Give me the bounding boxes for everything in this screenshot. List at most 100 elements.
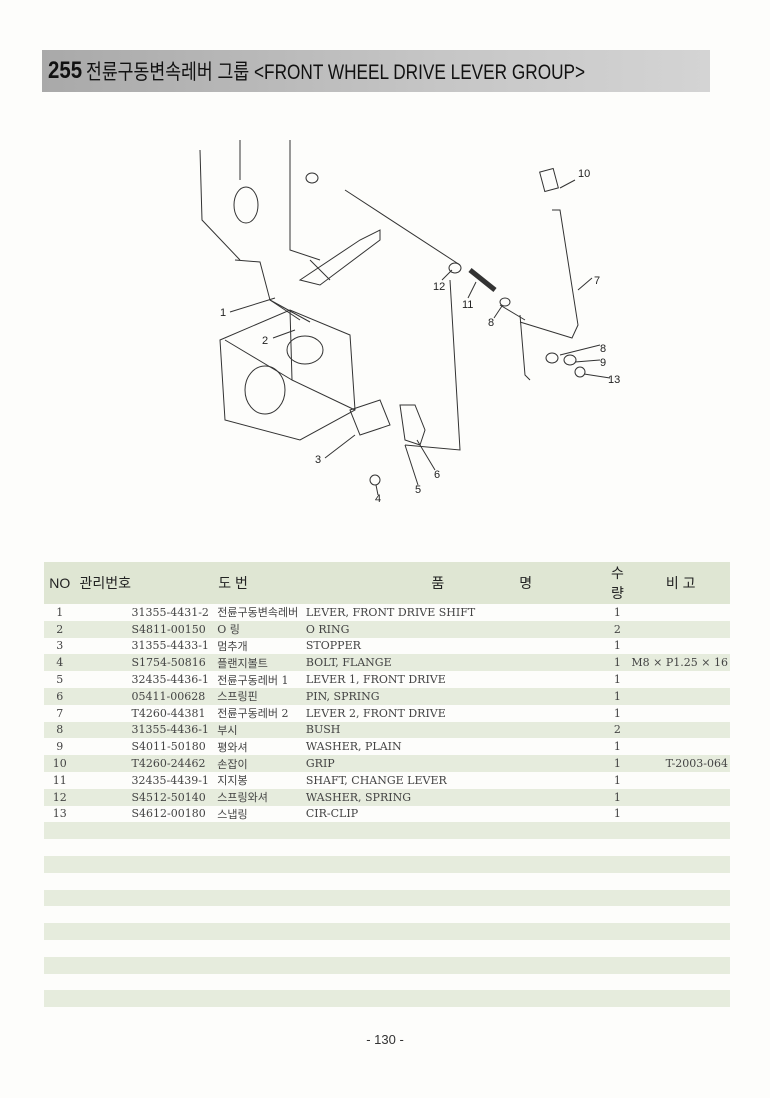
empty-cell — [44, 839, 730, 856]
quantity: 1 — [613, 673, 621, 687]
quantity: 1 — [603, 755, 632, 772]
item-no: 5 — [56, 673, 64, 687]
header-name-1: 품 — [305, 562, 465, 604]
header-remarks: 비 고 — [631, 562, 730, 604]
item-no: 9 — [56, 740, 64, 754]
name-english: LEVER 2, FRONT DRIVE — [305, 706, 446, 720]
empty-cell — [44, 990, 730, 1008]
callout-13: 13 — [608, 374, 620, 386]
header-mgmt-no: 관리번호 — [75, 562, 218, 604]
page-number: - 130 - — [366, 1032, 404, 1047]
item-no: 7 — [56, 706, 64, 720]
item-no: 6 — [44, 687, 76, 705]
group-title-bar: 255 전륜구동변속레버 그룹 <FRONT WHEEL DRIVE LEVER… — [42, 50, 710, 92]
callout-4: 4 — [375, 493, 381, 505]
callout-3: 3 — [315, 454, 321, 466]
empty-row — [44, 940, 730, 957]
empty-row — [44, 873, 730, 890]
quantity: 1 — [613, 740, 621, 754]
lever-2 — [519, 209, 579, 339]
empty-cell — [44, 873, 730, 890]
name-english: LEVER, FRONT DRIVE SHIFT — [305, 605, 476, 619]
header-name-2: 명 — [464, 562, 604, 604]
empty-row — [44, 923, 730, 940]
gearbox-case — [219, 309, 356, 441]
remarks — [631, 721, 730, 739]
name-english: SHAFT, CHANGE LEVER — [305, 773, 447, 787]
part-number: 31355-4431-2 — [131, 605, 209, 619]
name-korean: 스프링핀 — [217, 687, 306, 705]
remarks — [631, 806, 730, 823]
callout-9: 9 — [600, 357, 606, 369]
quantity: 1 — [603, 654, 632, 672]
quantity: 2 — [603, 620, 632, 638]
remarks — [631, 604, 730, 621]
empty-cell — [44, 923, 730, 940]
remarks — [631, 620, 730, 638]
remarks: M8 × P1.25 × 16 — [631, 654, 730, 672]
item-no: 4 — [44, 654, 76, 672]
name-korean: O 링 — [217, 620, 306, 638]
empty-cell — [44, 906, 730, 923]
bracket — [298, 229, 381, 286]
name-korean: 멈추개 — [217, 639, 248, 653]
quantity: 2 — [603, 721, 632, 739]
table-header-row: NO 관리번호 도 번 품 명 수 량 비 고 — [44, 562, 730, 604]
callout-10: 10 — [578, 168, 590, 180]
name-english: BOLT, FLANGE — [305, 654, 604, 672]
empty-cell — [44, 889, 730, 907]
name-english: GRIP — [305, 755, 604, 772]
empty-cell — [44, 822, 730, 840]
name-english: LEVER 1, FRONT DRIVE — [305, 673, 446, 687]
empty-row — [44, 906, 730, 923]
empty-row — [44, 839, 730, 856]
empty-row — [44, 889, 730, 907]
part-number: 32435-4436-1 — [131, 673, 209, 687]
name-korean: 평와셔 — [217, 740, 248, 754]
part-number: S1754-50816 — [75, 654, 218, 672]
item-no: 8 — [44, 721, 76, 739]
remarks — [631, 687, 730, 705]
item-no: 2 — [44, 620, 76, 638]
empty-row — [44, 990, 730, 1008]
empty-row — [44, 974, 730, 991]
housing-outline — [199, 140, 321, 261]
remarks — [631, 705, 730, 722]
quantity: 1 — [613, 605, 621, 619]
table-row: 9 S4011-50180 평와셔 WASHER, PLAIN 1 — [44, 738, 730, 755]
shift-lever — [234, 259, 301, 321]
name-korean: 전륜구동레버 1 — [217, 673, 289, 687]
name-english: STOPPER — [305, 639, 361, 653]
parts-table: NO 관리번호 도 번 품 명 수 량 비 고 1 31355-4431-2 전륜구… — [44, 562, 730, 1008]
remarks — [631, 788, 730, 806]
name-english: PIN, SPRING — [305, 687, 604, 705]
part-number: 05411-00628 — [75, 687, 218, 705]
quantity: 1 — [613, 773, 621, 787]
name-english: WASHER, PLAIN — [305, 740, 402, 754]
part-number: S4811-00150 — [75, 620, 218, 638]
grip — [539, 167, 559, 193]
remarks — [631, 638, 730, 655]
part-number: T4260-24462 — [75, 755, 218, 772]
item-no: 10 — [44, 755, 76, 772]
remarks — [631, 738, 730, 755]
quantity: 1 — [613, 807, 621, 821]
empty-cell — [44, 855, 730, 873]
name-korean: 플랜지볼트 — [217, 654, 306, 672]
item-no: 13 — [52, 807, 67, 821]
header-qty: 수 량 — [603, 562, 632, 604]
item-no: 1 — [56, 605, 64, 619]
name-korean: 스프링와셔 — [217, 788, 306, 806]
housing-hole — [233, 186, 259, 224]
quantity: 1 — [613, 706, 621, 720]
name-korean: 스냅링 — [217, 807, 248, 821]
name-english: O RING — [305, 620, 604, 638]
part-number: S4011-50180 — [131, 740, 206, 754]
